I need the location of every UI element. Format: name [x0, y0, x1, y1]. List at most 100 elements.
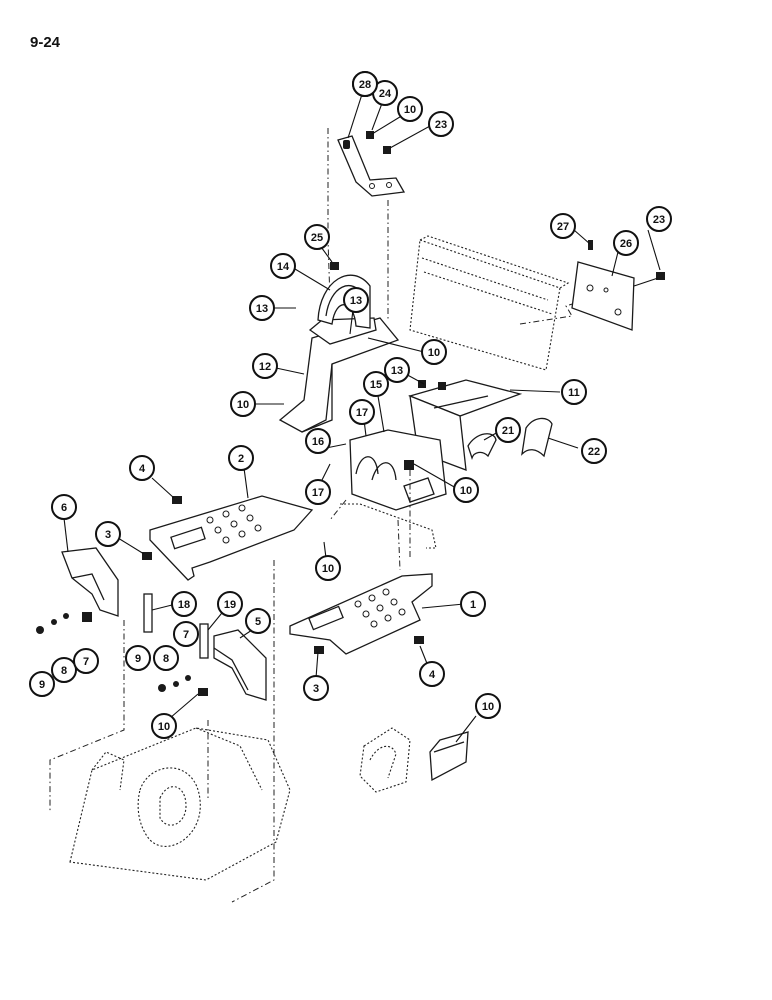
callout-9: 9 — [29, 671, 55, 697]
bracket-15 — [349, 429, 447, 511]
bracket-5 — [213, 629, 267, 701]
callout-label: 17 — [356, 407, 368, 419]
cover-22 — [521, 417, 553, 458]
callout-22: 22 — [581, 438, 607, 464]
callout-4: 4 — [419, 661, 445, 687]
callout-circle — [245, 608, 271, 634]
callout-circle — [363, 371, 389, 397]
callout-label: 26 — [620, 238, 632, 250]
callout-label: 9 — [135, 653, 141, 665]
callout-label: 21 — [502, 425, 514, 437]
transmission-housing — [69, 727, 291, 881]
callout-3: 3 — [95, 521, 121, 547]
bracket-6 — [61, 547, 119, 622]
callout-circle — [613, 230, 639, 256]
callout-bubbles: 2024102325141313121010272623131115171617… — [29, 71, 672, 739]
callout-10: 10 — [475, 693, 501, 719]
callout-circle — [270, 253, 296, 279]
callout-circle — [252, 353, 278, 379]
callout-label: 8 — [61, 665, 67, 677]
callout-23: 23 — [428, 111, 454, 137]
callout-circle — [228, 445, 254, 471]
callout-label: 18 — [178, 599, 190, 611]
callout-label: 10 — [237, 399, 249, 411]
callout-9: 9 — [125, 645, 151, 671]
bracket-12 — [278, 317, 400, 433]
callout-15: 15 — [363, 371, 389, 397]
callout-14: 14 — [270, 253, 296, 279]
callout-label: 19 — [224, 599, 236, 611]
callout-circle — [397, 96, 423, 122]
callout-label: 15 — [370, 379, 382, 391]
callout-circle — [51, 657, 77, 683]
callout-circle — [460, 591, 486, 617]
callout-circle — [151, 713, 177, 739]
plate-28 — [429, 731, 469, 782]
callout-8: 8 — [153, 645, 179, 671]
callout-circle — [349, 399, 375, 425]
callout-10: 10 — [230, 391, 256, 417]
callout-circle — [51, 494, 77, 520]
callout-circle — [352, 71, 378, 97]
callout-21: 21 — [495, 417, 521, 443]
callout-label: 23 — [435, 119, 447, 131]
callout-28: 28 — [352, 71, 378, 97]
callout-circle — [129, 455, 155, 481]
callout-label: 1 — [470, 599, 476, 611]
callout-circle — [550, 213, 576, 239]
callout-5: 5 — [245, 608, 271, 634]
callout-circle — [384, 357, 410, 383]
callout-label: 13 — [350, 295, 362, 307]
callout-label: 17 — [312, 487, 324, 499]
callout-circle — [230, 391, 256, 417]
callout-circle — [561, 379, 587, 405]
callout-10: 10 — [397, 96, 423, 122]
callout-19: 19 — [217, 591, 243, 617]
callout-7: 7 — [73, 648, 99, 674]
callout-circle — [305, 479, 331, 505]
callout-label: 11 — [568, 387, 580, 399]
callout-12: 12 — [252, 353, 278, 379]
clip-21 — [467, 433, 497, 461]
callout-label: 27 — [557, 221, 569, 233]
callout-18: 18 — [171, 591, 197, 617]
callout-1: 1 — [460, 591, 486, 617]
callout-circle — [125, 645, 151, 671]
callout-circle — [419, 661, 445, 687]
callout-circle — [217, 591, 243, 617]
callout-circle — [428, 111, 454, 137]
callout-circle — [453, 477, 479, 503]
callout-circle — [304, 224, 330, 250]
callout-label: 5 — [255, 616, 261, 628]
callout-3: 3 — [303, 675, 329, 701]
callout-circle — [303, 675, 329, 701]
callout-17: 17 — [305, 479, 331, 505]
callout-circle — [173, 621, 199, 647]
callout-circle — [73, 648, 99, 674]
callout-label: 10 — [460, 485, 472, 497]
callout-4: 4 — [129, 455, 155, 481]
callout-circle — [646, 206, 672, 232]
callout-label: 24 — [379, 88, 392, 100]
callout-label: 28 — [359, 79, 371, 91]
callout-10: 10 — [151, 713, 177, 739]
callout-11: 11 — [561, 379, 587, 405]
callout-label: 7 — [183, 629, 189, 641]
plate-26 — [571, 240, 665, 331]
callout-label: 16 — [312, 436, 324, 448]
callout-label: 3 — [105, 529, 111, 541]
callout-label: 13 — [256, 303, 268, 315]
floor-plate-2 — [142, 495, 314, 581]
callout-circle — [153, 645, 179, 671]
callout-label: 3 — [313, 683, 319, 695]
callout-circle — [171, 591, 197, 617]
callout-24: 24 — [372, 80, 398, 106]
callout-6: 6 — [51, 494, 77, 520]
callout-26: 26 — [613, 230, 639, 256]
callout-10: 10 — [315, 555, 341, 581]
callout-label: 9 — [39, 679, 45, 691]
rod-18 — [143, 593, 153, 633]
callout-circle — [495, 417, 521, 443]
callout-label: 14 — [277, 261, 290, 273]
callout-10: 10 — [453, 477, 479, 503]
